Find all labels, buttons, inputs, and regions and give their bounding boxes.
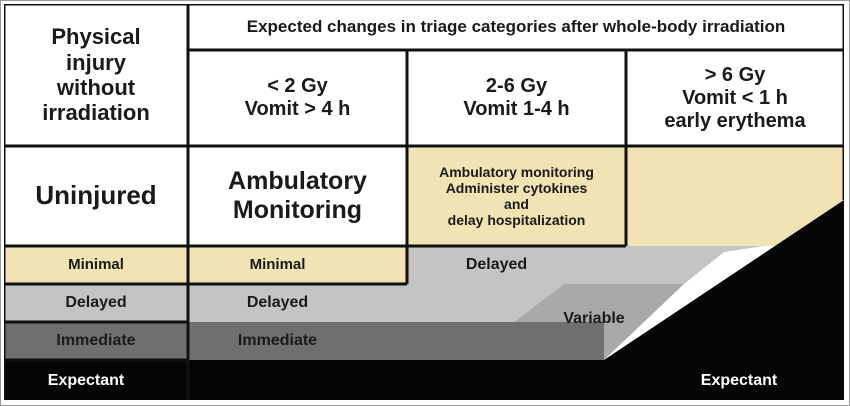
variable-label: Variable <box>563 309 625 327</box>
minimal-label-baseline: Minimal <box>68 256 124 274</box>
triage-bands-graphic <box>4 4 844 400</box>
cream-cell-mid-dose <box>407 146 626 246</box>
dose-column-mid: 2-6 Gy Vomit 1-4 h <box>463 75 570 120</box>
delayed-label-upper: Delayed <box>465 255 528 273</box>
corner-header: Physical injury without irradiation <box>42 24 150 126</box>
delayed-label-baseline: Delayed <box>65 293 127 311</box>
triage-diagram: Physical injury without irradiation Expe… <box>4 4 844 400</box>
grid-lines <box>4 4 844 400</box>
dose-column-low: < 2 Gy Vomit > 4 h <box>244 75 351 120</box>
expectant-label-right: Expectant <box>700 371 778 389</box>
delayed-label-low-dose: Delayed <box>246 293 309 311</box>
immediate-band <box>4 322 604 360</box>
cytokines-cell: Ambulatory monitoring Administer cytokin… <box>439 163 594 229</box>
uninjured-label: Uninjured <box>35 180 157 211</box>
immediate-label-baseline: Immediate <box>56 331 136 349</box>
immediate-label-low-dose: Immediate <box>237 331 318 349</box>
expectant-region <box>4 200 844 400</box>
dose-column-high: > 6 Gy Vomit < 1 h early erythema <box>664 63 806 132</box>
minimal-label-low-dose: Minimal <box>249 256 306 274</box>
minimal-band <box>4 246 407 284</box>
expectant-label-left: Expectant <box>47 371 125 389</box>
top-header: Expected changes in triage categories af… <box>246 17 786 37</box>
ambulatory-monitoring-cell: Ambulatory Monitoring <box>228 167 367 224</box>
